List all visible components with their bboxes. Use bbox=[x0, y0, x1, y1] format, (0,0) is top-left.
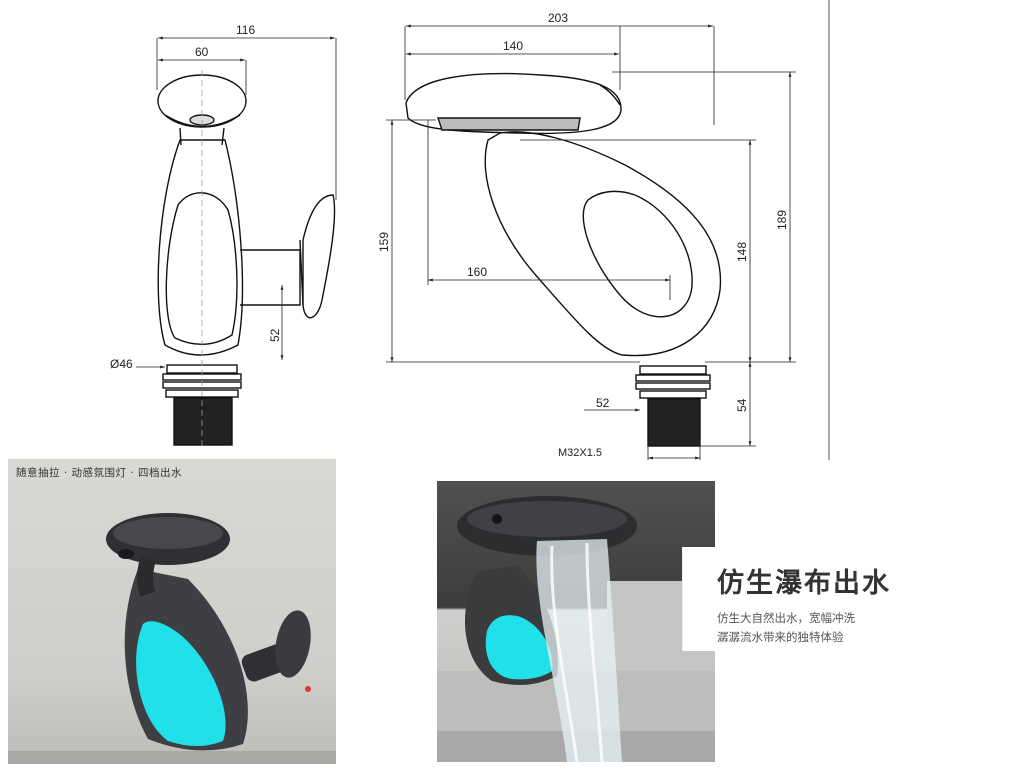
technical-drawing: 116 60 52 Ø46 bbox=[110, 0, 830, 460]
side-spout-head bbox=[405, 72, 622, 135]
product-photo-left: 随意抽拉 · 动感氛围灯 · 四档出水 bbox=[8, 459, 336, 764]
dim-side-thread-spec: M32X1.5 bbox=[558, 447, 602, 459]
dim-front-handle-width: 60 bbox=[195, 45, 209, 59]
feature-description-line1: 仿生大自然出水，宽幅冲洗 bbox=[717, 611, 855, 625]
faucet-render-waterfall bbox=[437, 496, 715, 762]
dim-front-base-diameter: Ø46 bbox=[110, 357, 133, 371]
feature-description-line2: 潺潺流水带来的独特体验 bbox=[717, 630, 844, 644]
photo-caption: 随意抽拉 · 动感氛围灯 · 四档出水 bbox=[16, 467, 183, 479]
side-dimensions bbox=[386, 24, 796, 460]
dim-side-thread-length: 54 bbox=[735, 398, 749, 412]
dim-side-body-reach: 160 bbox=[467, 265, 487, 279]
faucet-lever bbox=[275, 610, 311, 678]
front-light-panel bbox=[165, 192, 238, 345]
front-body bbox=[157, 139, 244, 356]
side-thread bbox=[647, 398, 701, 447]
dim-side-body-height: 148 bbox=[735, 242, 749, 262]
ambient-light-glow-waterfall bbox=[485, 615, 553, 680]
front-dimensions bbox=[136, 36, 337, 369]
front-view bbox=[157, 70, 336, 450]
faucet-render-left bbox=[8, 513, 336, 764]
dim-front-overall-width: 116 bbox=[236, 23, 255, 37]
feature-description: 仿生大自然出水，宽幅冲洗 潺潺流水带来的独特体验 bbox=[717, 609, 855, 647]
side-view bbox=[405, 72, 722, 447]
water-stream bbox=[536, 539, 622, 762]
dim-side-spout-length: 140 bbox=[503, 39, 523, 53]
dim-side-overall-height: 189 bbox=[775, 210, 789, 230]
front-lever bbox=[302, 194, 336, 319]
feature-title: 仿生瀑布出水 bbox=[717, 568, 891, 599]
ambient-light-glow bbox=[136, 621, 226, 746]
dim-side-overall-length: 203 bbox=[548, 11, 568, 25]
dim-side-thread-offset: 52 bbox=[596, 396, 610, 410]
side-body bbox=[484, 131, 722, 357]
side-light-panel bbox=[582, 190, 693, 318]
product-photo-waterfall bbox=[437, 481, 715, 762]
feature-card: 仿生瀑布出水 仿生大自然出水，宽幅冲洗 潺潺流水带来的独特体验 bbox=[682, 547, 951, 651]
side-spout-outlet bbox=[437, 117, 581, 131]
front-thread bbox=[173, 397, 233, 446]
dim-side-outlet-height: 159 bbox=[377, 232, 391, 252]
dim-front-handle-offset: 52 bbox=[268, 328, 282, 342]
